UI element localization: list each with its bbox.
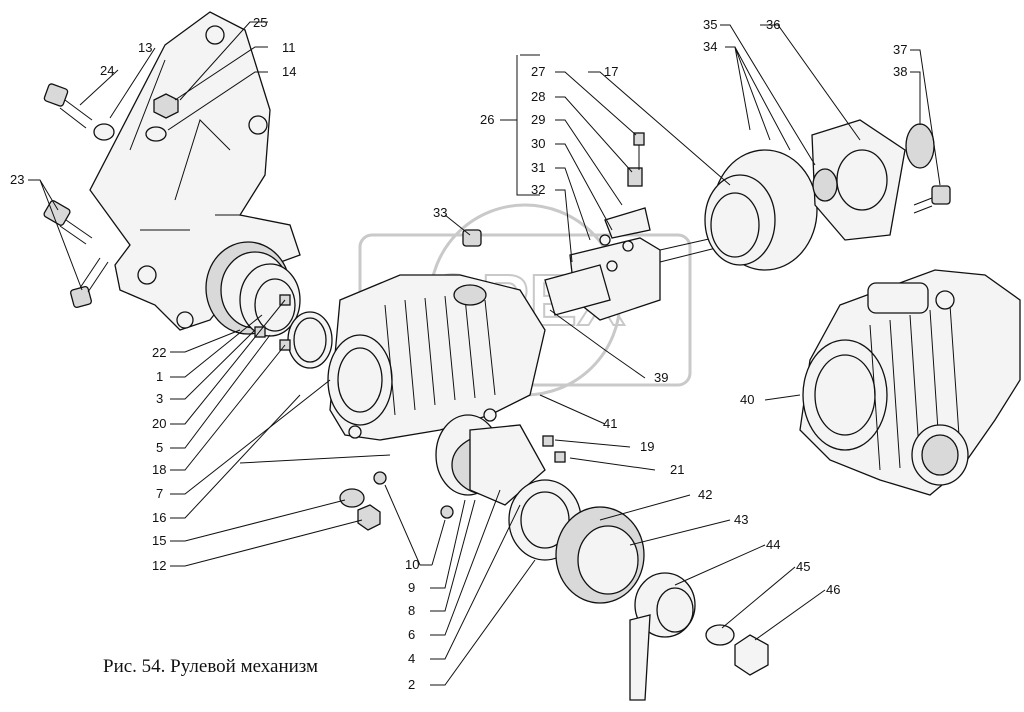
lower-stack <box>339 414 769 701</box>
callout-20: 20 <box>152 416 166 431</box>
callout-27: 27 <box>531 64 545 79</box>
callout-44: 44 <box>766 537 780 552</box>
callout-37: 37 <box>893 42 907 57</box>
callout-10: 10 <box>405 557 419 572</box>
callout-1: 1 <box>156 369 163 384</box>
callout-11: 11 <box>282 40 296 55</box>
callout-43: 43 <box>734 512 748 527</box>
callout-5: 5 <box>156 440 163 455</box>
callout-35: 35 <box>703 17 717 32</box>
callout-40: 40 <box>740 392 754 407</box>
callout-19: 19 <box>640 439 654 454</box>
callout-3: 3 <box>156 391 163 406</box>
callout-42: 42 <box>698 487 712 502</box>
callout-7: 7 <box>156 486 163 501</box>
callout-21: 21 <box>670 462 684 477</box>
bolts-left <box>43 83 179 308</box>
callout-29: 29 <box>531 112 545 127</box>
callout-36: 36 <box>766 17 780 32</box>
callout-46: 46 <box>826 582 840 597</box>
callout-24: 24 <box>100 63 114 78</box>
callout-8: 8 <box>408 603 415 618</box>
bellows-left <box>205 241 333 369</box>
callout-2: 2 <box>408 677 415 692</box>
callout-17: 17 <box>604 64 618 79</box>
callout-6: 6 <box>408 627 415 642</box>
callout-34: 34 <box>703 39 717 54</box>
callout-32: 32 <box>531 182 545 197</box>
callout-41: 41 <box>603 416 617 431</box>
cover-right <box>704 119 951 271</box>
steering-housing <box>327 274 546 441</box>
callout-30: 30 <box>531 136 545 151</box>
figure-caption: Рис. 54. Рулевой механизм <box>103 656 318 677</box>
callout-38: 38 <box>893 64 907 79</box>
callout-9: 9 <box>408 580 415 595</box>
callout-31: 31 <box>531 160 545 175</box>
callout-18: 18 <box>152 462 166 477</box>
callout-25: 25 <box>253 15 267 30</box>
callout-28: 28 <box>531 89 545 104</box>
callout-26: 26 <box>480 112 494 127</box>
assembled-mechanism <box>799 269 1021 496</box>
callout-23: 23 <box>10 172 24 187</box>
callout-39: 39 <box>654 370 668 385</box>
callouts: 25 11 14 13 24 23 22 1 3 20 5 18 7 16 15… <box>10 15 907 692</box>
callout-4: 4 <box>408 651 415 666</box>
callout-13: 13 <box>138 40 152 55</box>
callout-22: 22 <box>152 345 166 360</box>
callout-12: 12 <box>152 558 166 573</box>
callout-16: 16 <box>152 510 166 525</box>
callout-14: 14 <box>282 64 296 79</box>
callout-33: 33 <box>433 205 447 220</box>
callout-15: 15 <box>152 533 166 548</box>
callout-45: 45 <box>796 559 810 574</box>
leader-lines <box>28 21 941 686</box>
